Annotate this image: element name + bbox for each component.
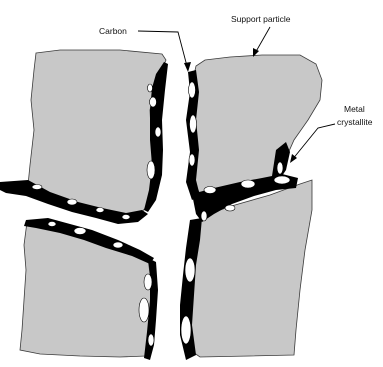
- metal-crystallite: [225, 205, 235, 211]
- metal-crystallite: [277, 162, 283, 174]
- metal-crystallite: [241, 180, 255, 188]
- metal-crystallite: [144, 274, 152, 290]
- metal-crystallite: [139, 298, 149, 322]
- metal-crystallite: [185, 258, 195, 282]
- metal-crystallite: [148, 334, 154, 346]
- metal-crystallite: [201, 211, 207, 221]
- metal-crystallite: [74, 228, 86, 235]
- metal-label: Metal: [344, 104, 365, 114]
- metal-crystallite: [96, 208, 104, 213]
- metal-crystallite: [189, 82, 196, 98]
- crystallite-label: crystallite: [337, 117, 373, 127]
- support-particle-bottom-left: [20, 222, 152, 357]
- metal-crystallite: [122, 215, 130, 220]
- metal-crystallite: [113, 242, 123, 248]
- support-particle-label: Support particle: [231, 14, 291, 24]
- metal-crystallite: [148, 84, 153, 92]
- metal-crystallite: [48, 222, 56, 227]
- metal-crystallite: [32, 185, 42, 190]
- metal-crystallite: [155, 127, 161, 137]
- metal-crystallite: [150, 97, 157, 107]
- carbon-label: Carbon: [99, 26, 127, 36]
- metal-crystallite: [204, 187, 216, 194]
- metal-crystallite: [181, 316, 191, 344]
- metal-crystallite: [147, 161, 155, 179]
- support-particle-top-right: [190, 55, 322, 194]
- metal-crystallite: [189, 154, 195, 166]
- metal-crystallite: [274, 176, 290, 184]
- metal-crystallite: [190, 115, 197, 133]
- carbon-leader-arrowhead: [184, 62, 191, 72]
- metal-crystallite: [67, 199, 77, 205]
